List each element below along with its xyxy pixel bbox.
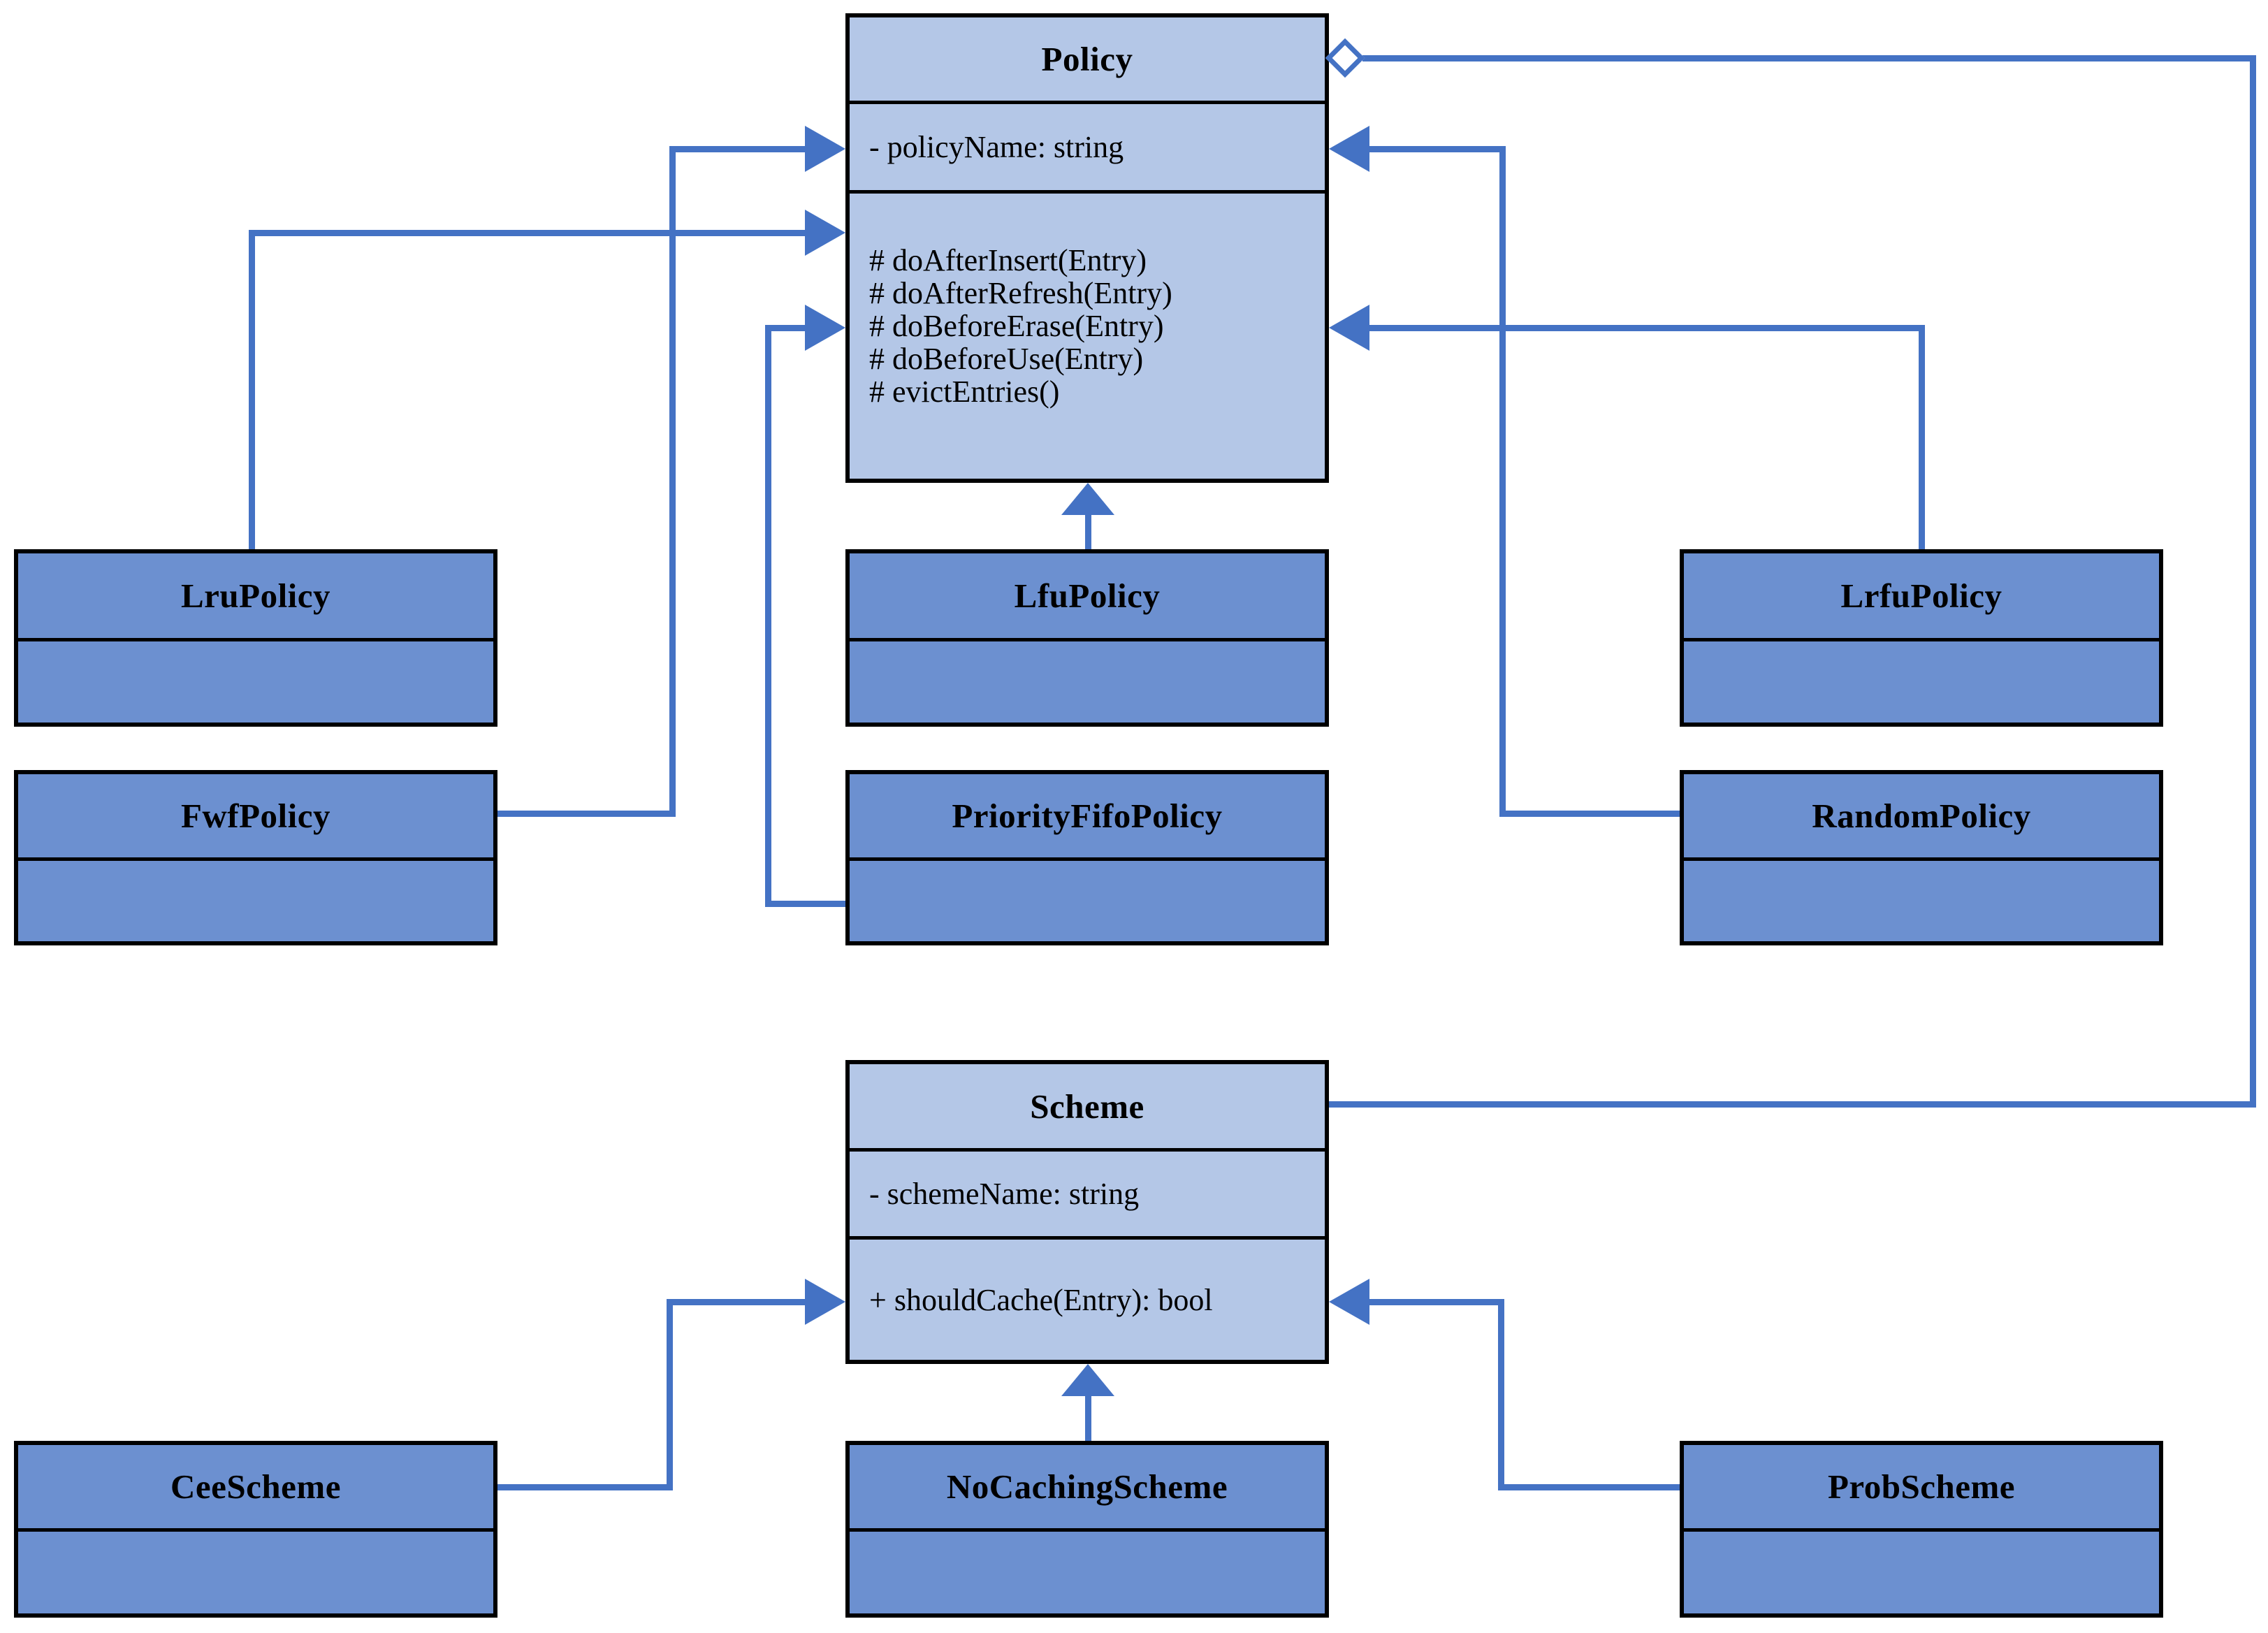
method: # doBeforeUse(Entry) (869, 342, 1144, 376)
class-title-compartment: LfuPolicy (850, 553, 1325, 638)
class-name: NoCachingScheme (946, 1467, 1228, 1506)
class-methods-compartment: + shouldCache(Entry): bool (850, 1236, 1325, 1360)
connector-lrfupolicy-segment (1919, 328, 1925, 549)
class-box-lfupolicy: LfuPolicy (845, 549, 1329, 727)
class-empty-compartment (850, 638, 1325, 723)
class-box-fwfpolicy: FwfPolicy (14, 770, 497, 945)
arrowhead-ceescheme-to-scheme (805, 1279, 845, 1325)
class-name: Scheme (1030, 1087, 1144, 1126)
connector-probscheme-segment (1501, 1484, 1680, 1490)
inheritance-arrow-lfupolicy (1061, 483, 1114, 515)
arrowhead-fwfpolicy-to-policy (805, 126, 845, 172)
class-title-compartment: ProbScheme (1684, 1445, 2159, 1528)
class-name: FwfPolicy (180, 797, 331, 835)
attribute: - policyName: string (869, 130, 1124, 164)
arrowhead-probscheme-to-scheme (1329, 1279, 1369, 1325)
connector-fwfpolicy-segment (669, 149, 676, 817)
connector-priorityfifopolicy-segment (765, 328, 771, 907)
class-title-compartment: LrfuPolicy (1684, 553, 2159, 638)
arrowhead-priorityfifopolicy-to-policy (805, 305, 845, 351)
class-empty-compartment (1684, 638, 2159, 723)
class-empty-compartment (1684, 1528, 2159, 1613)
connector-lrfupolicy-segment (1369, 325, 1925, 331)
class-box-policy: Policy - policyName: string # doAfterIns… (845, 13, 1329, 483)
connector-ceescheme-segment (497, 1484, 673, 1490)
connector-randompolicy-segment (1502, 811, 1680, 817)
class-box-ceescheme: CeeScheme (14, 1441, 497, 1618)
inheritance-arrow-nocachingscheme (1061, 1364, 1114, 1396)
class-name: RandomPolicy (1812, 797, 2031, 835)
connector-ceescheme-segment (667, 1299, 806, 1305)
connector-nocachingscheme-segment (1085, 1395, 1091, 1441)
class-box-lrfupolicy: LrfuPolicy (1680, 549, 2163, 727)
class-box-probscheme: ProbScheme (1680, 1441, 2163, 1618)
connector-priorityfifopolicy-segment (765, 325, 806, 331)
class-name: PriorityFifoPolicy (952, 797, 1223, 835)
connector-fwfpolicy-segment (497, 811, 673, 817)
connector-lfupolicy-segment (1085, 512, 1091, 549)
connector-ceescheme-segment (667, 1302, 673, 1490)
connector-lrupolicy-segment (249, 230, 806, 236)
class-title-compartment: RandomPolicy (1684, 774, 2159, 857)
method: # doBeforeErase(Entry) (869, 309, 1164, 343)
class-empty-compartment (850, 1528, 1325, 1613)
connector-lrupolicy-segment (249, 233, 255, 549)
class-name: LrfuPolicy (1840, 576, 2002, 615)
connector-randompolicy-segment (1369, 146, 1506, 152)
class-empty-compartment (18, 1528, 493, 1613)
class-box-priorityfifopolicy: PriorityFifoPolicy (845, 770, 1329, 945)
class-empty-compartment (18, 638, 493, 723)
connector-priorityfifopolicy-segment (768, 901, 845, 907)
class-attributes-compartment: - policyName: string (850, 101, 1325, 190)
method: # evictEntries() (869, 375, 1060, 409)
method: # doAfterInsert(Entry) (869, 243, 1147, 277)
connector-aggregation-segment (1329, 1101, 2256, 1108)
class-empty-compartment (850, 857, 1325, 941)
class-name: CeeScheme (170, 1467, 341, 1506)
connector-aggregation-segment (2250, 55, 2256, 1108)
connector-fwfpolicy-segment (669, 146, 806, 152)
class-box-nocachingscheme: NoCachingScheme (845, 1441, 1329, 1618)
class-attributes-compartment: - schemeName: string (850, 1148, 1325, 1236)
connector-aggregation-segment (1362, 55, 2255, 61)
class-empty-compartment (1684, 857, 2159, 941)
class-name: LruPolicy (180, 576, 331, 615)
connector-probscheme-segment (1498, 1302, 1504, 1490)
class-title-compartment: FwfPolicy (18, 774, 493, 857)
attribute: - schemeName: string (869, 1177, 1140, 1211)
arrowhead-lrfupolicy-to-policy (1329, 305, 1369, 351)
class-box-lrupolicy: LruPolicy (14, 549, 497, 727)
class-name: LfuPolicy (1014, 576, 1161, 615)
arrowhead-randompolicy-to-policy (1329, 126, 1369, 172)
arrowhead-lrupolicy-to-policy (805, 210, 845, 256)
class-title-compartment: PriorityFifoPolicy (850, 774, 1325, 857)
connector-probscheme-segment (1369, 1299, 1504, 1305)
class-empty-compartment (18, 857, 493, 941)
class-methods-compartment: # doAfterInsert(Entry) # doAfterRefresh(… (850, 190, 1325, 479)
class-name: Policy (1041, 40, 1133, 78)
method: # doAfterRefresh(Entry) (869, 276, 1172, 310)
class-box-scheme: Scheme - schemeName: string + shouldCach… (845, 1060, 1329, 1364)
aggregation-diamond (1325, 38, 1365, 78)
class-title-compartment: NoCachingScheme (850, 1445, 1325, 1528)
class-title-compartment: CeeScheme (18, 1445, 493, 1528)
class-name: ProbScheme (1827, 1467, 2016, 1506)
method: + shouldCache(Entry): bool (869, 1282, 1213, 1317)
class-title-compartment: LruPolicy (18, 553, 493, 638)
connector-randompolicy-segment (1499, 149, 1506, 817)
class-title-compartment: Scheme (850, 1064, 1325, 1148)
class-title-compartment: Policy (850, 17, 1325, 101)
class-box-randompolicy: RandomPolicy (1680, 770, 2163, 945)
